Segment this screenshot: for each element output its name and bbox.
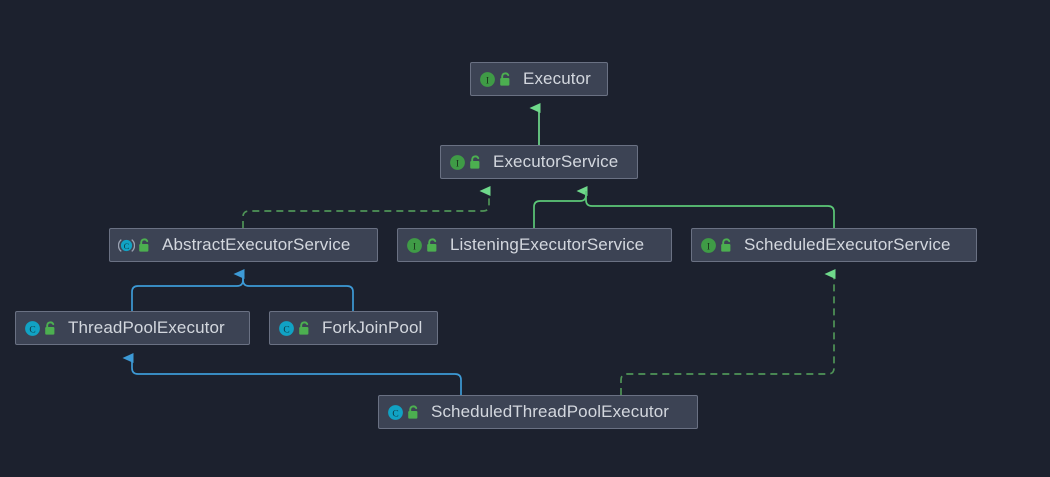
svg-text:I: I — [413, 242, 416, 252]
svg-text:C: C — [29, 325, 35, 335]
interface-icon: I — [700, 237, 717, 254]
svg-text:I: I — [486, 76, 489, 86]
node-icons: I — [406, 237, 440, 254]
edge-threadpoolexecutor-to-abstractexecutorservice — [131, 269, 245, 311]
class-node-scheduled_executor_service[interactable]: I ScheduledExecutorService — [691, 228, 977, 262]
class-node-abstract_executor_service[interactable]: C AbstractExecutorService — [109, 228, 378, 262]
svg-text:I: I — [707, 242, 710, 252]
interface-icon: I — [479, 71, 496, 88]
unlocked-padlock-icon — [44, 321, 58, 336]
svg-text:C: C — [283, 325, 289, 335]
class-name-label: ListeningExecutorService — [450, 235, 645, 254]
class-name-label: ThreadPoolExecutor — [68, 318, 225, 337]
class-node-fork_join_pool[interactable]: C ForkJoinPool — [269, 311, 438, 345]
node-icons: C — [24, 320, 58, 337]
node-icons: C — [387, 404, 421, 421]
svg-text:C: C — [392, 409, 398, 419]
class-node-listening_executor_service[interactable]: I ListeningExecutorService — [397, 228, 672, 262]
unlocked-padlock-icon — [138, 238, 152, 253]
edge-forkjoinpool-to-abstractexecutorservice — [242, 274, 354, 311]
edge-abstractexecutorservice-to-executorservice — [242, 186, 491, 228]
edge-listeningexecutorservice-to-executorservice — [533, 186, 588, 228]
class-node-thread_pool_executor[interactable]: C ThreadPoolExecutor — [15, 311, 250, 345]
unlocked-padlock-icon — [720, 238, 734, 253]
unlocked-padlock-icon — [407, 405, 421, 420]
class-name-label: Executor — [523, 69, 591, 88]
class-node-executor_service[interactable]: I ExecutorService — [440, 145, 638, 179]
class-icon: C — [24, 320, 41, 337]
interface-icon: I — [406, 237, 423, 254]
edge-scheduledthreadpoolexecutor-to-threadpoolexecutor — [122, 353, 462, 395]
edge-scheduledexecutorservice-to-executorservice — [585, 191, 835, 228]
class-name-label: ScheduledExecutorService — [744, 235, 951, 254]
unlocked-padlock-icon — [426, 238, 440, 253]
class-icon: C — [387, 404, 404, 421]
unlocked-padlock-icon — [499, 72, 513, 87]
abstract-class-icon: C — [118, 237, 135, 254]
node-icons: I — [449, 154, 483, 171]
node-icons: I — [479, 71, 513, 88]
node-icons: C — [118, 237, 152, 254]
edge-scheduledthreadpoolexecutor-to-scheduledexecutorservice — [620, 269, 836, 395]
class-node-executor[interactable]: I Executor — [470, 62, 608, 96]
class-node-scheduled_thread_pool_executor[interactable]: C ScheduledThreadPoolExecutor — [378, 395, 698, 429]
interface-icon: I — [449, 154, 466, 171]
unlocked-padlock-icon — [469, 155, 483, 170]
node-icons: C — [278, 320, 312, 337]
svg-text:I: I — [456, 159, 459, 169]
node-icons: I — [700, 237, 734, 254]
class-name-label: AbstractExecutorService — [162, 235, 351, 254]
class-name-label: ForkJoinPool — [322, 318, 423, 337]
unlocked-padlock-icon — [298, 321, 312, 336]
svg-text:C: C — [124, 240, 130, 250]
class-icon: C — [278, 320, 295, 337]
class-name-label: ExecutorService — [493, 152, 619, 171]
class-name-label: ScheduledThreadPoolExecutor — [431, 402, 670, 421]
